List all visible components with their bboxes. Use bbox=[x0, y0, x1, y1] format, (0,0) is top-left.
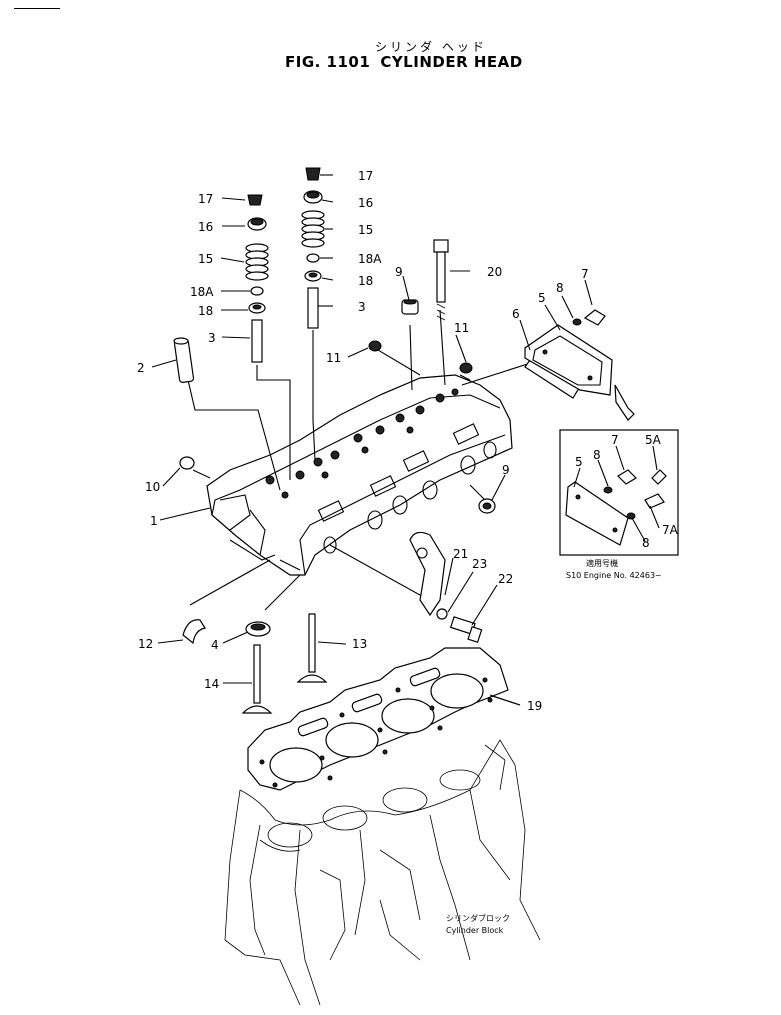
part-11-plugs bbox=[368, 340, 473, 374]
part-2-tube bbox=[173, 337, 195, 383]
part-10-plug bbox=[179, 456, 195, 470]
callout-10: 10 bbox=[145, 480, 160, 494]
callout-14: 14 bbox=[204, 677, 219, 691]
callout-5A-inset: 5A bbox=[645, 433, 662, 447]
callout-18A-left: 18A bbox=[190, 285, 214, 299]
callout-5-upper: 5 bbox=[538, 291, 546, 305]
part-4-seal bbox=[245, 621, 271, 637]
part-13-valve bbox=[296, 613, 328, 683]
callout-7-inset: 7 bbox=[611, 433, 619, 447]
title-japanese: シリンダ ヘッド bbox=[375, 40, 487, 54]
figure-title: FIG. 1101 CYLINDER HEAD bbox=[285, 53, 533, 71]
header-rule bbox=[14, 8, 60, 9]
callout-11-right: 11 bbox=[454, 321, 469, 335]
callout-leaders bbox=[151, 174, 660, 706]
callout-15-left: 15 bbox=[198, 252, 213, 266]
callout-23: 23 bbox=[472, 557, 487, 571]
callout-3-center: 3 bbox=[358, 300, 366, 314]
callout-8-inset-upper: 8 bbox=[593, 448, 601, 462]
cylinder-head-casting bbox=[206, 374, 513, 576]
inset-variant-box bbox=[559, 429, 679, 556]
callout-16-left: 16 bbox=[198, 220, 213, 234]
part-12-hose bbox=[182, 619, 206, 645]
callout-9-lower: 9 bbox=[502, 463, 510, 477]
cylinder-block-drawing bbox=[224, 739, 541, 1006]
callout-4: 4 bbox=[211, 638, 219, 652]
callout-18-center: 18 bbox=[358, 274, 373, 288]
callout-8-upper: 8 bbox=[556, 281, 564, 295]
figure-number: FIG. 1101 bbox=[285, 53, 371, 71]
part-9-lower-cap bbox=[478, 498, 496, 514]
part-9-cap bbox=[401, 299, 419, 315]
callout-22: 22 bbox=[498, 572, 513, 586]
callout-3-left: 3 bbox=[208, 331, 216, 345]
callout-9-upper: 9 bbox=[395, 265, 403, 279]
callout-11-left: 11 bbox=[326, 351, 341, 365]
callout-17-center: 17 bbox=[358, 169, 373, 183]
figure-name: CYLINDER HEAD bbox=[380, 53, 523, 71]
callout-1: 1 bbox=[150, 514, 158, 528]
center-valve-spring-stack bbox=[301, 167, 325, 329]
cover-plate-group bbox=[524, 309, 635, 421]
callout-18-left: 18 bbox=[198, 304, 213, 318]
callout-20: 20 bbox=[487, 265, 502, 279]
callout-5-inset: 5 bbox=[575, 455, 583, 469]
lifting-bracket-group bbox=[409, 531, 483, 643]
leader-lines bbox=[187, 309, 541, 706]
callout-7-upper: 7 bbox=[581, 267, 589, 281]
callout-6: 6 bbox=[512, 307, 520, 321]
callout-15-center: 15 bbox=[358, 223, 373, 237]
callout-2: 2 bbox=[137, 361, 145, 375]
cylinder-block-label-jp: シリンダブロック bbox=[446, 913, 510, 923]
inset-serial-note: S10 Engine No. 42463~ bbox=[566, 571, 662, 580]
inset-applicability-jp: 適用号機 bbox=[586, 558, 618, 568]
head-gasket bbox=[247, 647, 509, 791]
callout-19: 19 bbox=[527, 699, 542, 713]
callout-21: 21 bbox=[453, 547, 468, 561]
callout-12: 12 bbox=[138, 637, 153, 651]
callout-17-left: 17 bbox=[198, 192, 213, 206]
left-valve-spring-stack bbox=[245, 194, 269, 363]
callout-13: 13 bbox=[352, 637, 367, 651]
callout-18A-center: 18A bbox=[358, 252, 382, 266]
callout-16-center: 16 bbox=[358, 196, 373, 210]
callout-8-inset-lower: 8 bbox=[642, 536, 650, 550]
callout-7A-inset: 7A bbox=[662, 523, 679, 537]
part-14-valve bbox=[241, 644, 273, 714]
callout-numbers: 17 16 15 18A 18 3 17 16 15 18A 18 3 2 9 … bbox=[137, 169, 679, 713]
part-20-bolt bbox=[433, 239, 449, 321]
cylinder-block-label-en: Cylinder Block bbox=[446, 926, 504, 935]
